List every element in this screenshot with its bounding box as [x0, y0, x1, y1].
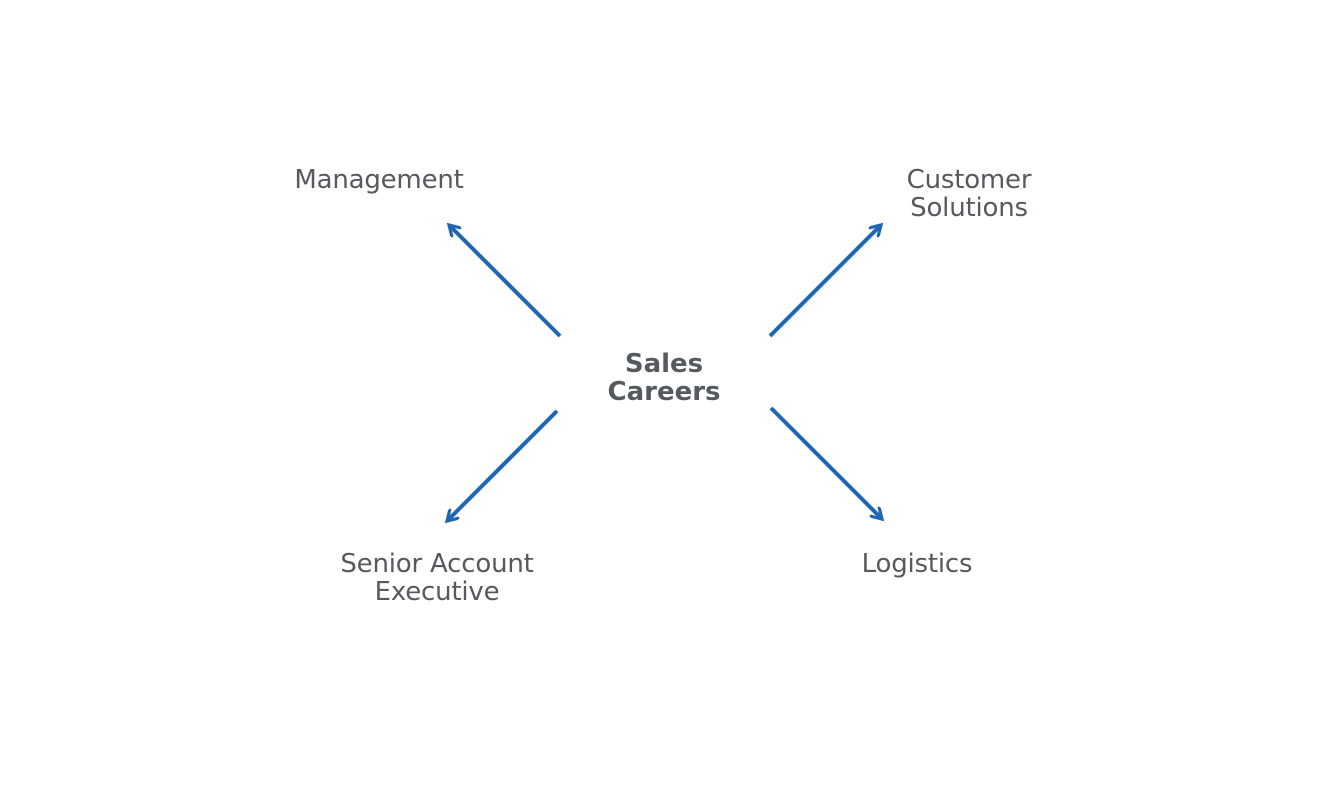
branch-customer-solutions-line-2: Solutions: [910, 193, 1028, 223]
branch-label-management: Management: [294, 166, 463, 194]
center-node-label: Sales Careers: [607, 350, 720, 406]
arrow-to-customer-solutions: [768, 225, 881, 338]
branch-management-line-1: Management: [294, 165, 464, 195]
center-line-2: Careers: [607, 377, 721, 407]
branch-label-logistics: Logistics: [862, 550, 973, 578]
branch-customer-solutions-line-1: Customer: [906, 165, 1032, 195]
branch-logistics-line-1: Logistics: [861, 549, 973, 579]
arrow-to-logistics: [769, 406, 882, 519]
arrow-to-senior-account-executive: [447, 409, 559, 521]
branch-senior-account-executive-line-2: Executive: [374, 577, 500, 607]
center-line-1: Sales: [624, 349, 704, 379]
branch-label-senior-account-executive: Senior Account Executive: [340, 550, 533, 606]
branch-label-customer-solutions: Customer Solutions: [907, 166, 1032, 222]
branch-senior-account-executive-line-1: Senior Account: [340, 549, 534, 579]
arrow-to-management: [449, 225, 562, 338]
